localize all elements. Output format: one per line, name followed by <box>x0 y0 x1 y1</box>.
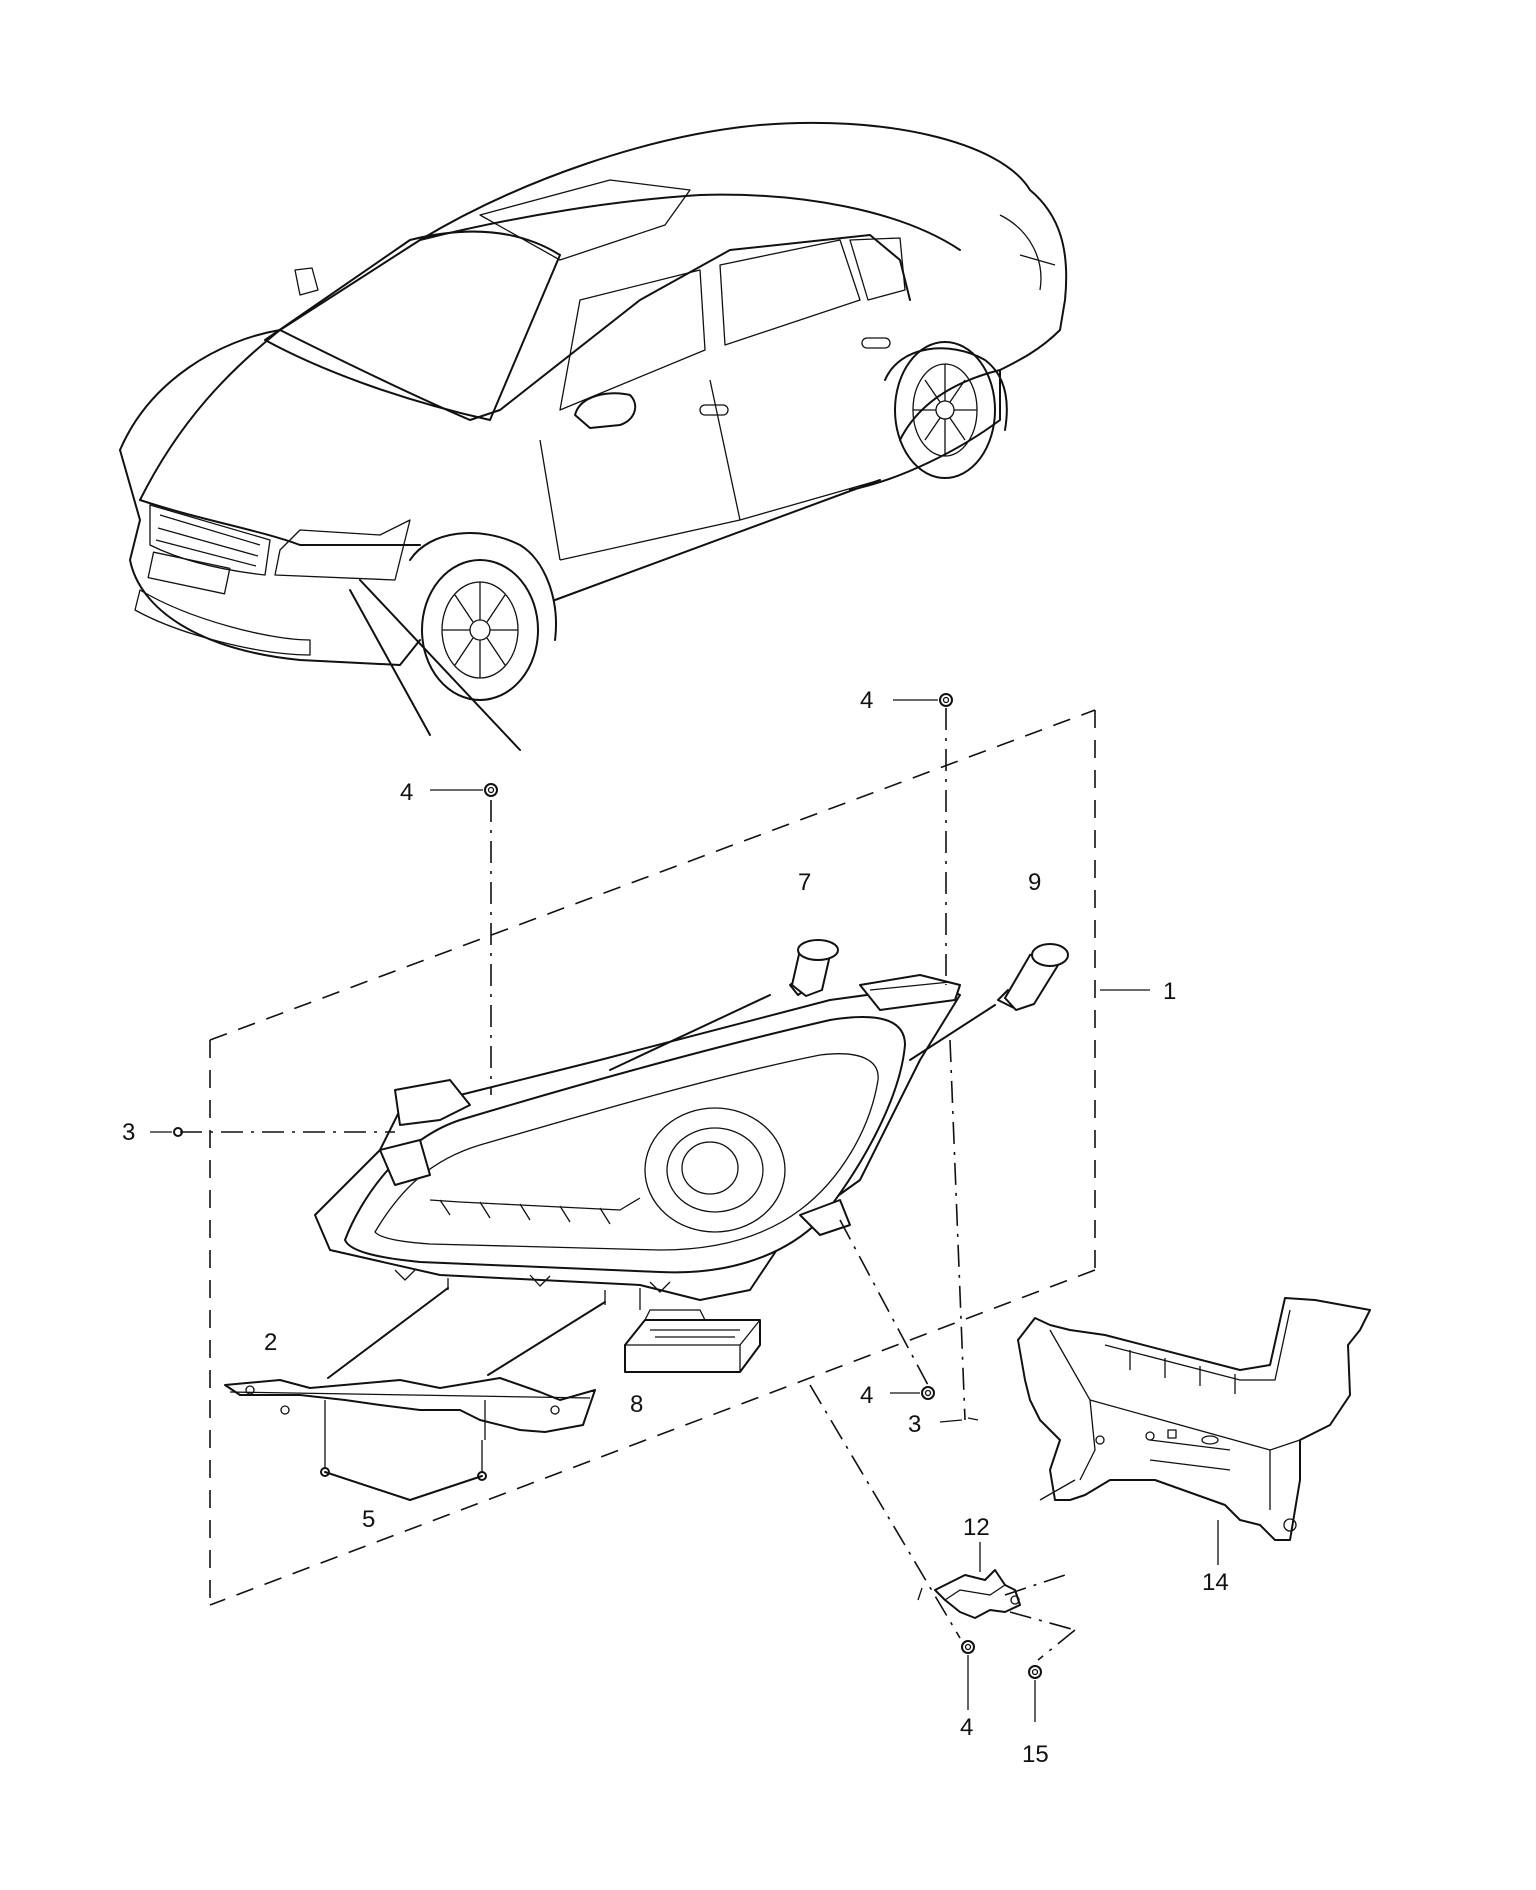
screws-part-5 <box>320 1440 487 1501</box>
assembly-box-part-1 <box>209 709 1150 1606</box>
bracket-part-2 <box>224 1377 596 1440</box>
callout-2: 2 <box>264 1329 277 1356</box>
clip-part-3-right <box>939 1417 979 1423</box>
callout-labels: 1 2 3 3 4 4 4 4 5 7 8 9 12 14 15 <box>122 687 1229 1768</box>
vehicle-illustration <box>119 121 1068 751</box>
callout-3-right: 3 <box>908 1411 921 1438</box>
nut-part-4-mid-right <box>890 1386 935 1400</box>
nut-part-4-top-right <box>893 693 953 707</box>
callout-3-left: 3 <box>122 1119 135 1146</box>
control-module-part-8 <box>624 1288 761 1373</box>
callout-4-top-right: 4 <box>860 687 873 714</box>
callout-4-mid-right: 4 <box>860 1382 873 1409</box>
bulb-part-7 <box>609 939 839 1071</box>
callout-4-top-left: 4 <box>400 779 413 806</box>
callout-5: 5 <box>362 1506 375 1533</box>
bracket-part-12 <box>917 1542 1021 1619</box>
nut-part-15 <box>1028 1665 1042 1722</box>
bulb-part-9 <box>909 943 1069 1061</box>
callout-9: 9 <box>1028 869 1041 896</box>
clip-part-3-left <box>150 1127 183 1137</box>
callout-12: 12 <box>963 1514 990 1541</box>
callout-14: 14 <box>1202 1569 1229 1596</box>
leader-lines-bracket <box>327 1278 606 1379</box>
nut-part-4-bottom <box>961 1640 975 1710</box>
nut-part-4-top-left <box>430 783 498 797</box>
headlamp-assembly <box>314 974 961 1301</box>
callout-8: 8 <box>630 1391 643 1418</box>
splash-shield-part-14 <box>1017 1297 1371 1541</box>
callout-1: 1 <box>1163 978 1176 1005</box>
callout-7: 7 <box>798 869 811 896</box>
callout-15: 15 <box>1022 1741 1049 1768</box>
callout-4-bottom: 4 <box>960 1714 973 1741</box>
fastener-paths <box>180 708 1076 1661</box>
